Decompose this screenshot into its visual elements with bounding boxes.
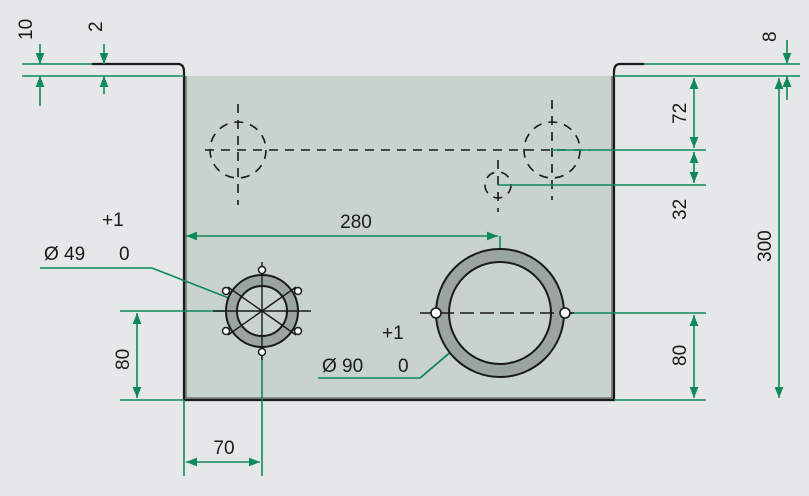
- large-hole-tolerance-lower: 0: [398, 356, 409, 377]
- bolt-hole: [293, 326, 303, 336]
- small-hole-tolerance-upper: +1: [102, 210, 124, 231]
- dim-label-70: 70: [213, 438, 234, 459]
- bolt-hole: [221, 286, 231, 296]
- dim-label-80-right: 80: [670, 345, 691, 366]
- dim-label-10: 10: [16, 19, 37, 40]
- plate-outline: [92, 62, 644, 402]
- dim-label-280: 280: [340, 212, 372, 233]
- small-hole-diameter: Ø 49: [44, 244, 85, 265]
- bolt-hole: [221, 326, 231, 336]
- bolt-hole: [293, 286, 303, 296]
- hole-mark-right: [559, 307, 571, 319]
- small-hole-tolerance-lower: 0: [119, 244, 130, 265]
- dim-label-72: 72: [670, 103, 691, 124]
- dim-label-80-left: 80: [113, 349, 134, 370]
- dim-label-300: 300: [755, 230, 776, 262]
- dim-label-2: 2: [86, 21, 107, 32]
- hole-mark-left: [430, 307, 442, 319]
- bolt-hole: [257, 347, 267, 357]
- large-hole-diameter: Ø 90: [322, 356, 363, 377]
- dim-label-32: 32: [670, 199, 691, 220]
- dim-label-8: 8: [760, 31, 781, 42]
- hidden-holes: [205, 100, 590, 212]
- bolt-hole: [257, 265, 267, 275]
- large-hole: [420, 248, 580, 378]
- small-hole: [213, 262, 311, 360]
- large-hole-tolerance-upper: +1: [382, 323, 404, 344]
